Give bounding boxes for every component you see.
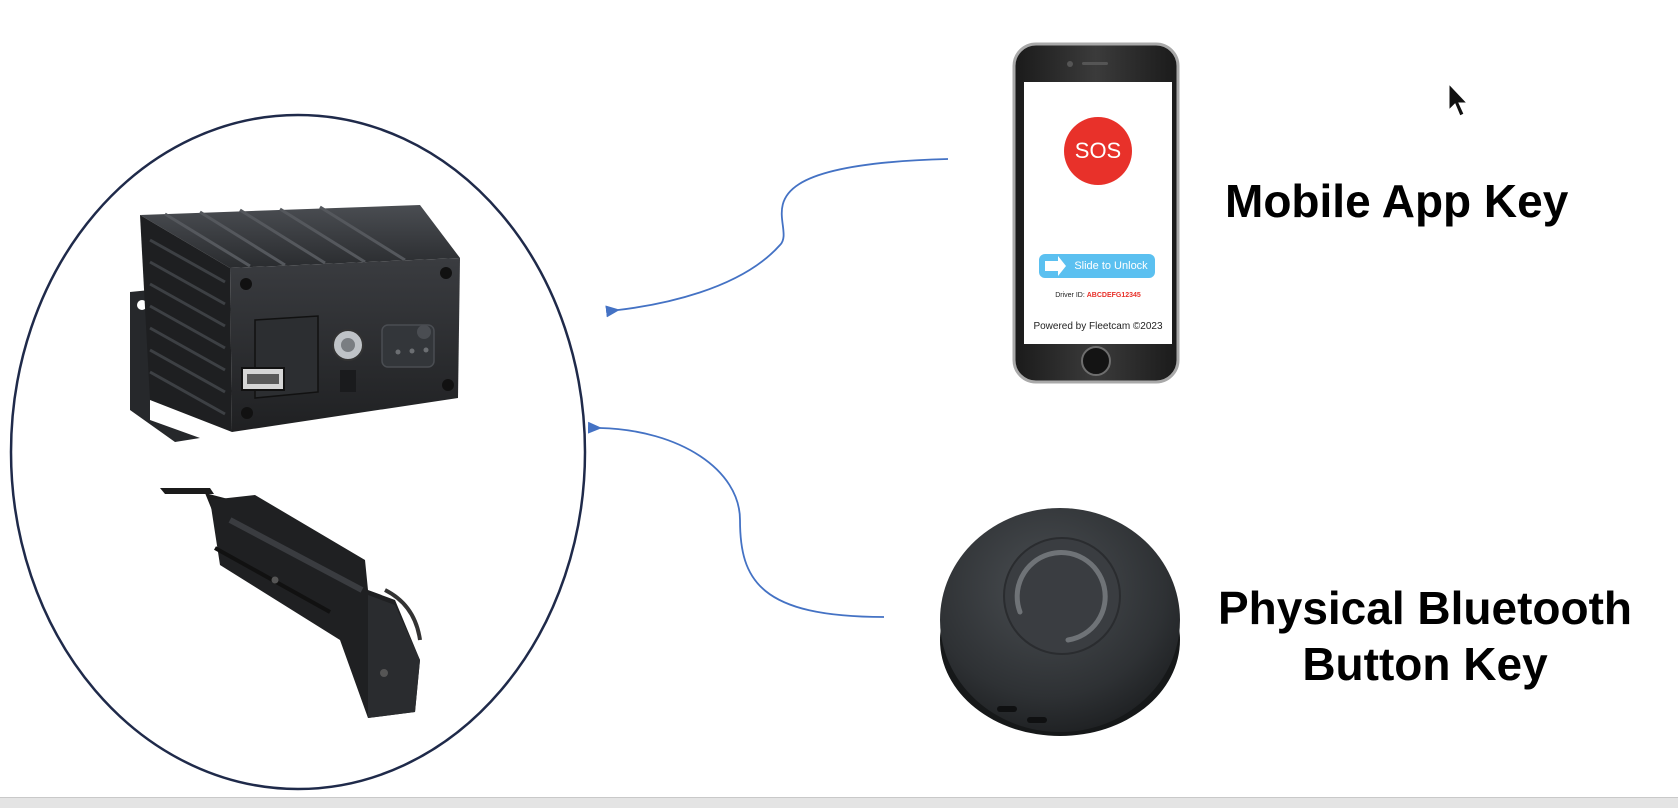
- mouse-pointer-icon: [1448, 82, 1469, 117]
- devices-ellipse: [9, 113, 587, 791]
- slide-to-unlock-bar: [1039, 254, 1155, 278]
- slide-to-unlock-label: Slide to Unlock: [1074, 260, 1148, 272]
- driver-id-label: Driver ID:: [1055, 292, 1085, 299]
- driver-id-row: Driver ID: ABCDEFG12345: [1024, 291, 1172, 301]
- arrow-right-icon: [1045, 256, 1066, 276]
- bluetooth-button-key-label: Physical Bluetooth Button Key: [1205, 580, 1645, 692]
- sos-button: [1064, 117, 1132, 185]
- driver-id-value: ABCDEFG12345: [1086, 292, 1141, 299]
- arrow-button-to-devices: [587, 421, 885, 618]
- bottom-scrollbar-strip: [0, 797, 1678, 808]
- dashcam-device-image: [160, 488, 422, 718]
- bluetooth-label-line1: Physical Bluetooth: [1217, 582, 1633, 634]
- sos-label: SOS: [1074, 138, 1122, 163]
- mobile-app-key-label: Mobile App Key: [1225, 175, 1569, 227]
- smartphone-image: [1012, 42, 1180, 384]
- arrow-phone-to-devices: [605, 158, 949, 318]
- bluetooth-label-line2: Button Key: [1302, 638, 1548, 690]
- bluetooth-button-image: [940, 508, 1180, 736]
- mdvr-device-image: [130, 205, 460, 442]
- powered-by-text: Powered by Fleetcam ©2023: [1033, 321, 1163, 332]
